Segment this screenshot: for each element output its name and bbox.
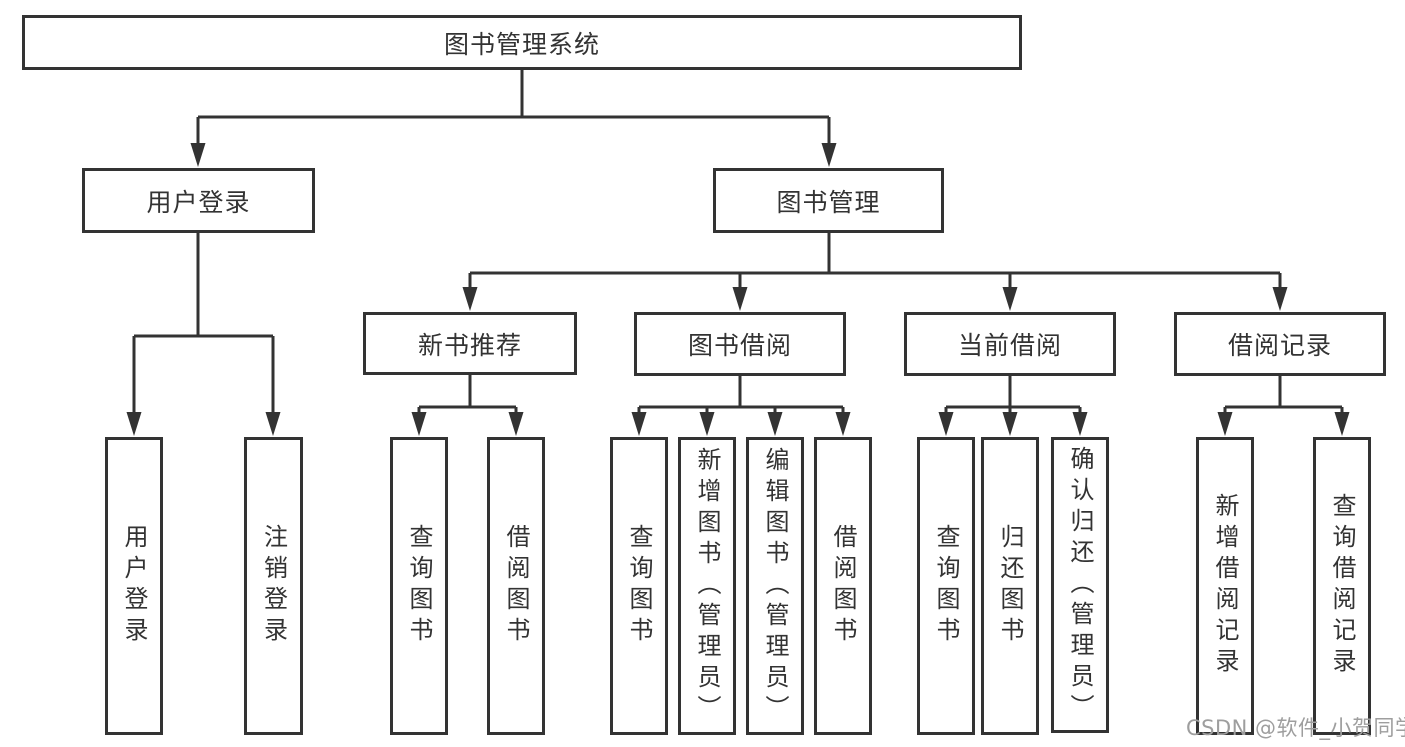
- leaf-add-borrow-record: 新增借阅记录: [1196, 437, 1254, 735]
- node-borrow-record: 借阅记录: [1174, 312, 1386, 376]
- node-library-system: 图书管理系统: [22, 15, 1022, 70]
- arrow-down-icon: [1002, 287, 1018, 311]
- leaf-borrow-book-1: 借阅图书: [487, 437, 545, 735]
- arrow-down-icon: [938, 412, 954, 436]
- leaf-edit-book-admin: 编辑图书（管理员）: [746, 437, 804, 735]
- arrow-down-icon: [732, 287, 748, 311]
- arrow-down-icon: [1072, 412, 1088, 436]
- arrow-down-icon: [126, 412, 142, 436]
- arrow-down-icon: [1217, 412, 1233, 436]
- arrowheads: [126, 143, 1350, 436]
- leaf-return-book: 归还图书: [981, 437, 1039, 735]
- node-user-login: 用户登录: [82, 168, 315, 233]
- leaf-logout: 注销登录: [244, 437, 303, 735]
- arrow-down-icon: [699, 412, 715, 436]
- node-new-book-recommend: 新书推荐: [363, 312, 577, 375]
- arrow-down-icon: [1334, 412, 1350, 436]
- arrow-down-icon: [1002, 412, 1018, 436]
- leaf-confirm-return-admin: 确认归还（管理员）: [1051, 437, 1109, 733]
- arrow-down-icon: [835, 412, 851, 436]
- node-book-borrow: 图书借阅: [634, 312, 846, 376]
- arrow-down-icon: [631, 412, 647, 436]
- leaf-user-login: 用户登录: [105, 437, 163, 735]
- arrow-down-icon: [821, 143, 837, 167]
- node-current-borrow: 当前借阅: [904, 312, 1116, 376]
- node-book-management: 图书管理: [713, 168, 944, 233]
- leaf-query-book-3: 查询图书: [917, 437, 975, 735]
- arrow-down-icon: [411, 412, 427, 436]
- leaf-query-book-1: 查询图书: [390, 437, 448, 735]
- arrow-down-icon: [265, 412, 281, 436]
- arrow-down-icon: [508, 412, 524, 436]
- arrow-down-icon: [190, 143, 206, 167]
- leaf-query-borrow-record: 查询借阅记录: [1313, 437, 1371, 735]
- leaf-borrow-book-2: 借阅图书: [814, 437, 872, 735]
- leaf-query-book-2: 查询图书: [610, 437, 668, 735]
- arrow-down-icon: [462, 287, 478, 311]
- csdn-watermark: CSDN @软件_小贺同学: [1186, 716, 1405, 740]
- arrow-down-icon: [1272, 287, 1288, 311]
- arrow-down-icon: [767, 412, 783, 436]
- leaf-add-book-admin: 新增图书（管理员）: [678, 437, 736, 735]
- connector-strokes: [132, 70, 1344, 430]
